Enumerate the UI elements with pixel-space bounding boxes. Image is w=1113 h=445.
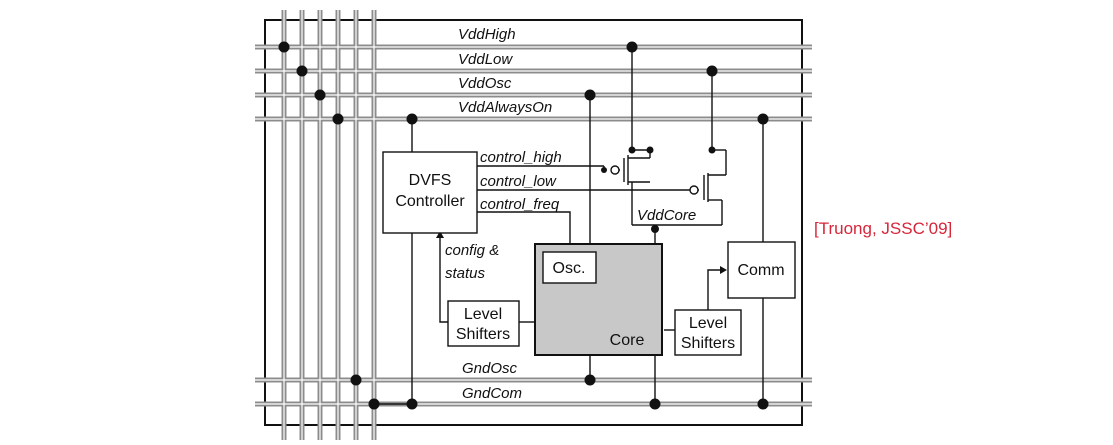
arrow-to-comm — [720, 266, 727, 274]
osc-label: Osc. — [553, 260, 586, 277]
label-control-freq: control_freq — [480, 196, 560, 213]
level-shifters-right-line1: Level — [689, 315, 727, 332]
level-shifters-left-block — [447, 300, 520, 347]
chip-boundary — [264, 19, 803, 426]
arrow-config-status — [436, 231, 444, 238]
osc-block — [542, 251, 597, 284]
junction-dots — [278, 41, 769, 410]
level-shifters-left-line1: Level — [464, 306, 502, 323]
level-shifters-left-line2: Shifters — [456, 326, 510, 343]
core-label: Core — [610, 332, 645, 349]
dvfs-label-line1: DVFS — [409, 172, 452, 189]
label-vdd-core: VddCore — [637, 207, 696, 224]
label-vdd-osc: VddOsc — [458, 75, 512, 92]
level-shifters-right-block — [674, 309, 742, 356]
comm-label: Comm — [737, 262, 784, 279]
dvfs-controller-block — [382, 151, 478, 234]
citation: [Truong, JSSC’09] — [814, 219, 952, 238]
pmos-high-gate-bubble — [610, 165, 620, 175]
label-control-low: control_low — [480, 173, 557, 190]
label-gnd-osc: GndOsc — [462, 360, 518, 377]
label-control-high: control_high — [480, 149, 562, 166]
label-gnd-com: GndCom — [462, 385, 522, 402]
label-vdd-always-on: VddAlwaysOn — [458, 99, 552, 116]
level-shifters-right-line2: Shifters — [681, 335, 735, 352]
comm-block — [727, 241, 796, 299]
vertical-rails — [281, 10, 377, 440]
label-config-status-2: status — [445, 265, 486, 282]
label-vdd-high: VddHigh — [458, 26, 516, 43]
dvfs-label-line2: Controller — [395, 193, 465, 210]
label-vdd-low: VddLow — [458, 51, 513, 68]
pmos-low-gate-bubble — [689, 185, 699, 195]
label-config-status-1: config & — [445, 242, 499, 259]
